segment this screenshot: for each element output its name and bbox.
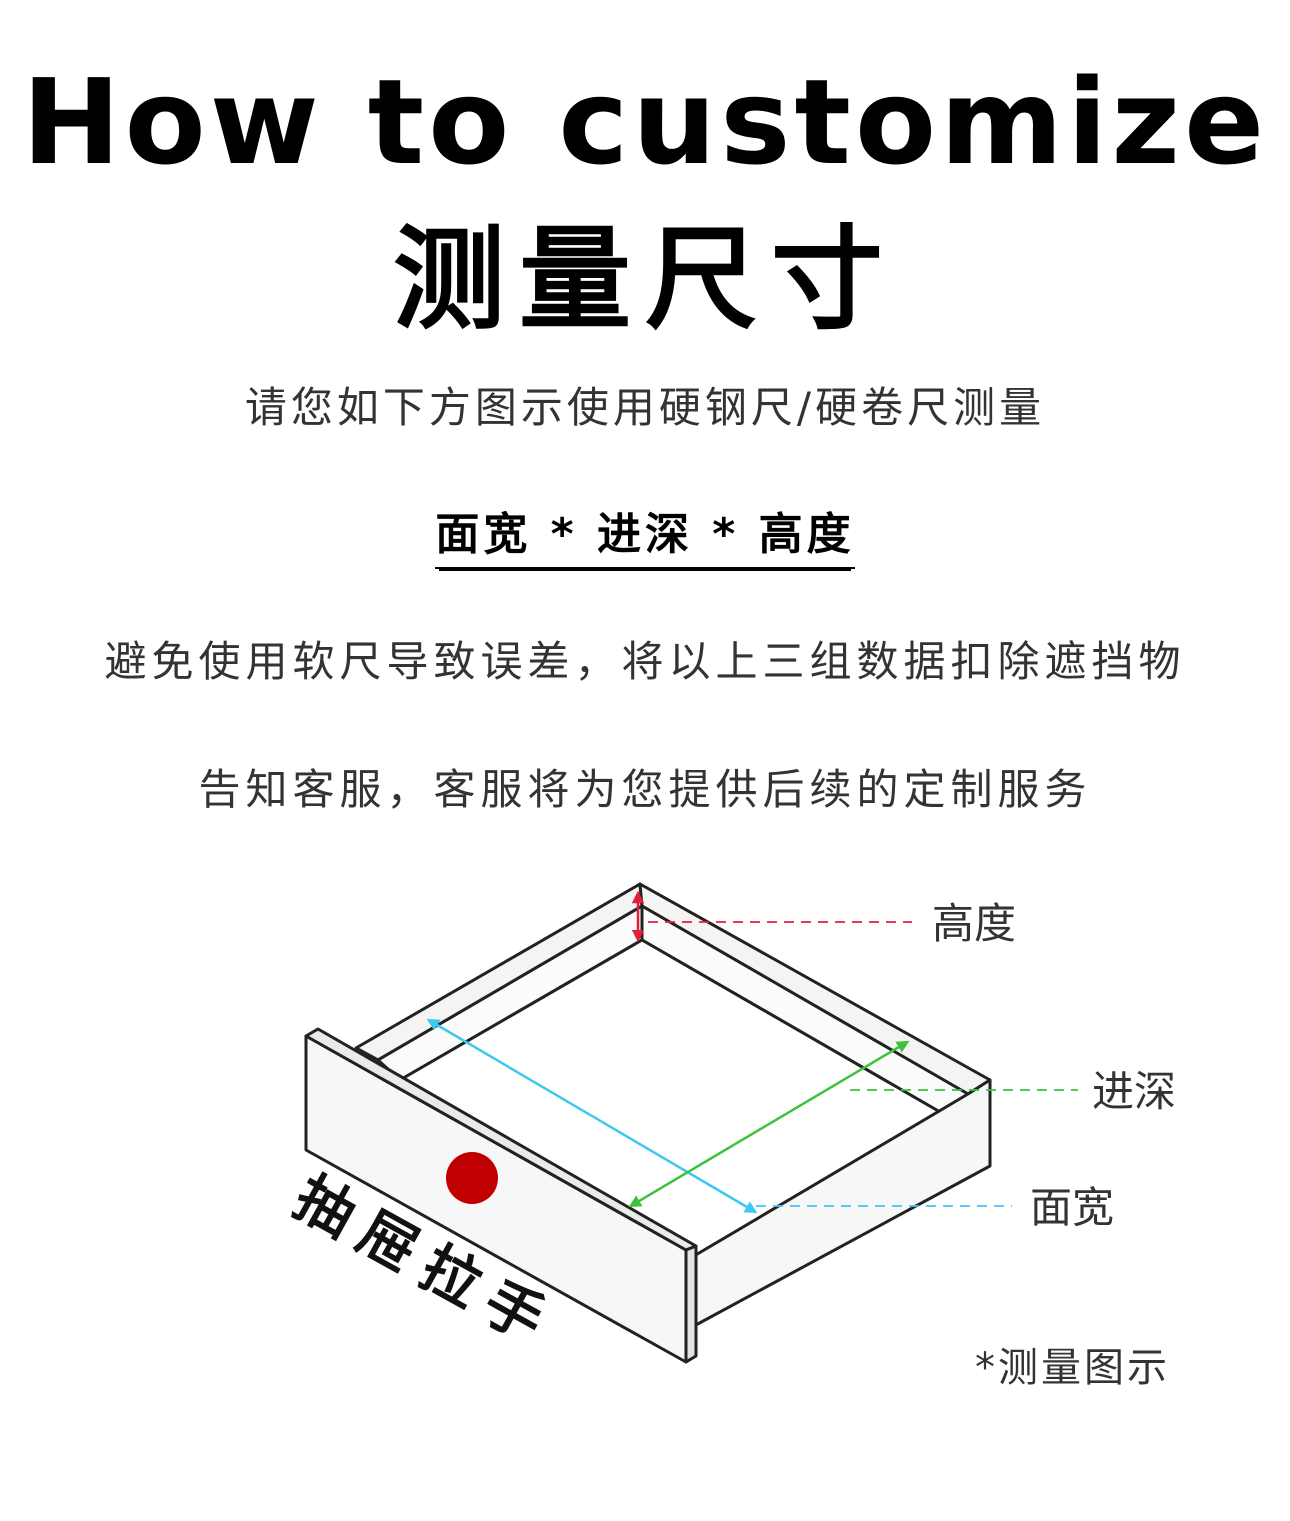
label-width: 面宽 (1030, 1183, 1114, 1232)
drawer-knob (446, 1152, 498, 1204)
instruction-subtitle: 请您如下方图示使用硬钢尺/硬卷尺测量 (244, 383, 1046, 432)
page-title-cn: 测量尺寸 (393, 214, 897, 345)
page-title-en: How to customize (21, 53, 1269, 191)
depth-arrow (628, 1040, 910, 1208)
dimensions-heading-wrap: 面宽 * 进深 * 高度 (0, 505, 1290, 574)
dimensions-heading: 面宽 * 进深 * 高度 (435, 505, 855, 569)
diagram-caption: *测量图示 (975, 1345, 1170, 1391)
drawer-front-edge (684, 1244, 698, 1364)
label-height: 高度 (932, 899, 1016, 948)
note-line-2: 告知客服，客服将为您提供后续的定制服务 (198, 765, 1092, 814)
label-depth: 进深 (1092, 1067, 1176, 1116)
note-line-1: 避免使用软尺导致误差，将以上三组数据扣除遮挡物 (104, 637, 1186, 686)
